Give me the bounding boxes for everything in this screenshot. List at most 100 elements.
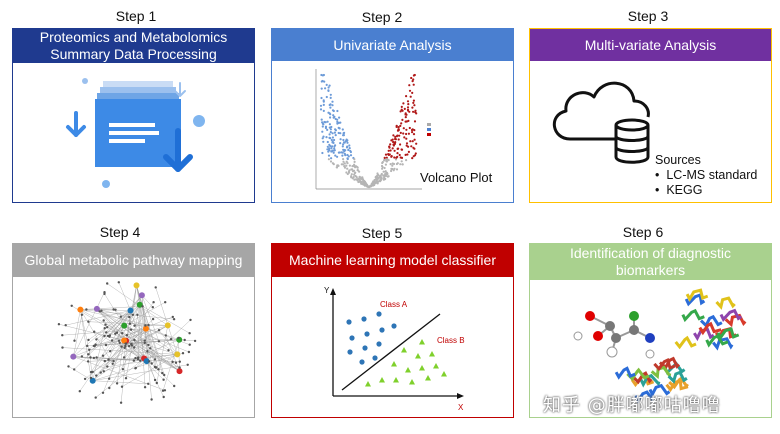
network-node <box>136 313 139 316</box>
network-node <box>119 315 123 318</box>
volcano-point <box>343 152 346 155</box>
network-node <box>89 377 96 384</box>
class-a-point <box>359 359 365 365</box>
volcano-point <box>349 150 352 154</box>
volcano-point <box>332 109 335 113</box>
step-1-label: Step 1 <box>115 8 157 24</box>
network-edge <box>122 333 180 372</box>
network-node <box>151 306 154 309</box>
volcano-point <box>398 134 401 137</box>
dot-icon <box>193 115 205 127</box>
protein-ribbon <box>674 335 697 350</box>
volcano-point <box>387 149 390 152</box>
volcano-point <box>405 159 408 162</box>
volcano-point <box>379 174 382 177</box>
volcano-point <box>347 155 350 158</box>
network-edge <box>130 310 156 381</box>
network-edge <box>135 339 180 359</box>
volcano-point <box>330 147 333 150</box>
volcano-point <box>346 172 349 176</box>
network-node <box>176 368 183 375</box>
network-node <box>124 377 128 380</box>
step-1-header: Proteomics and Metabolomics Summary Data… <box>13 29 254 63</box>
volcano-point <box>395 124 398 127</box>
network-node <box>183 338 186 342</box>
volcano-point <box>412 83 415 86</box>
volcano-point <box>383 178 386 181</box>
class-b-point <box>365 381 371 387</box>
network-node <box>171 315 174 319</box>
network-node <box>128 322 132 325</box>
volcano-point <box>407 132 410 135</box>
volcano-point <box>407 103 410 106</box>
volcano-point <box>351 165 354 168</box>
network-node <box>89 370 93 374</box>
volcano-point <box>325 83 328 86</box>
volcano-point <box>384 173 387 176</box>
volcano-point <box>412 110 415 113</box>
network-node <box>123 346 126 350</box>
volcano-point <box>396 147 399 150</box>
volcano-point <box>322 99 325 102</box>
network-edge <box>124 302 166 326</box>
volcano-point <box>357 180 360 184</box>
volcano-point <box>342 148 345 151</box>
volcano-point <box>390 169 393 173</box>
network-node <box>118 341 121 344</box>
volcano-point <box>341 154 344 157</box>
network-node <box>152 301 155 304</box>
volcano-point <box>398 153 401 157</box>
network-node <box>67 365 70 368</box>
network-edge <box>118 282 131 311</box>
network-edge <box>103 358 145 372</box>
network-node <box>134 366 137 370</box>
volcano-point <box>348 147 351 150</box>
volcano-point <box>328 84 331 87</box>
volcano-point <box>331 145 334 148</box>
network-edge <box>121 354 178 387</box>
network-node <box>151 317 155 321</box>
network-node <box>136 301 143 308</box>
volcano-point <box>338 116 341 119</box>
network-node <box>95 356 98 359</box>
volcano-point <box>406 108 410 111</box>
volcano-point <box>329 131 332 134</box>
protein-ribbon <box>614 366 636 380</box>
class-b-point <box>429 351 435 357</box>
volcano-point <box>401 109 404 112</box>
volcano-point <box>410 76 413 80</box>
network-edge <box>126 340 180 368</box>
network-node <box>112 308 115 311</box>
network-edge <box>109 328 147 389</box>
volcano-point <box>413 104 416 107</box>
network-node <box>124 344 127 348</box>
network-node <box>110 339 114 342</box>
network-node <box>70 304 73 307</box>
class-b-point <box>433 363 439 369</box>
network-edge <box>108 325 125 337</box>
volcano-point <box>413 73 416 77</box>
network-node <box>61 346 64 349</box>
volcano-point <box>386 175 389 178</box>
volcano-point <box>336 109 339 113</box>
volcano-point <box>390 139 393 142</box>
volcano-point <box>336 155 339 158</box>
volcano-point <box>405 137 408 140</box>
volcano-point <box>364 182 367 185</box>
volcano-point <box>349 154 353 157</box>
volcano-point <box>390 155 393 158</box>
volcano-point <box>384 170 387 173</box>
network-node <box>131 313 135 316</box>
step-3-header: Multi-variate Analysis <box>530 29 771 61</box>
network-node <box>87 353 90 356</box>
volcano-point <box>399 110 402 113</box>
volcano-point <box>321 137 324 140</box>
volcano-point <box>320 96 323 100</box>
network-edge <box>165 335 180 372</box>
volcano-point <box>391 162 394 165</box>
volcano-point <box>383 156 386 159</box>
protein-ribbon <box>639 373 661 388</box>
volcano-point <box>385 158 388 161</box>
network-node <box>177 336 180 340</box>
step-3-panel: Multi-variate Analysis Sources • LC-MS s… <box>529 28 772 203</box>
